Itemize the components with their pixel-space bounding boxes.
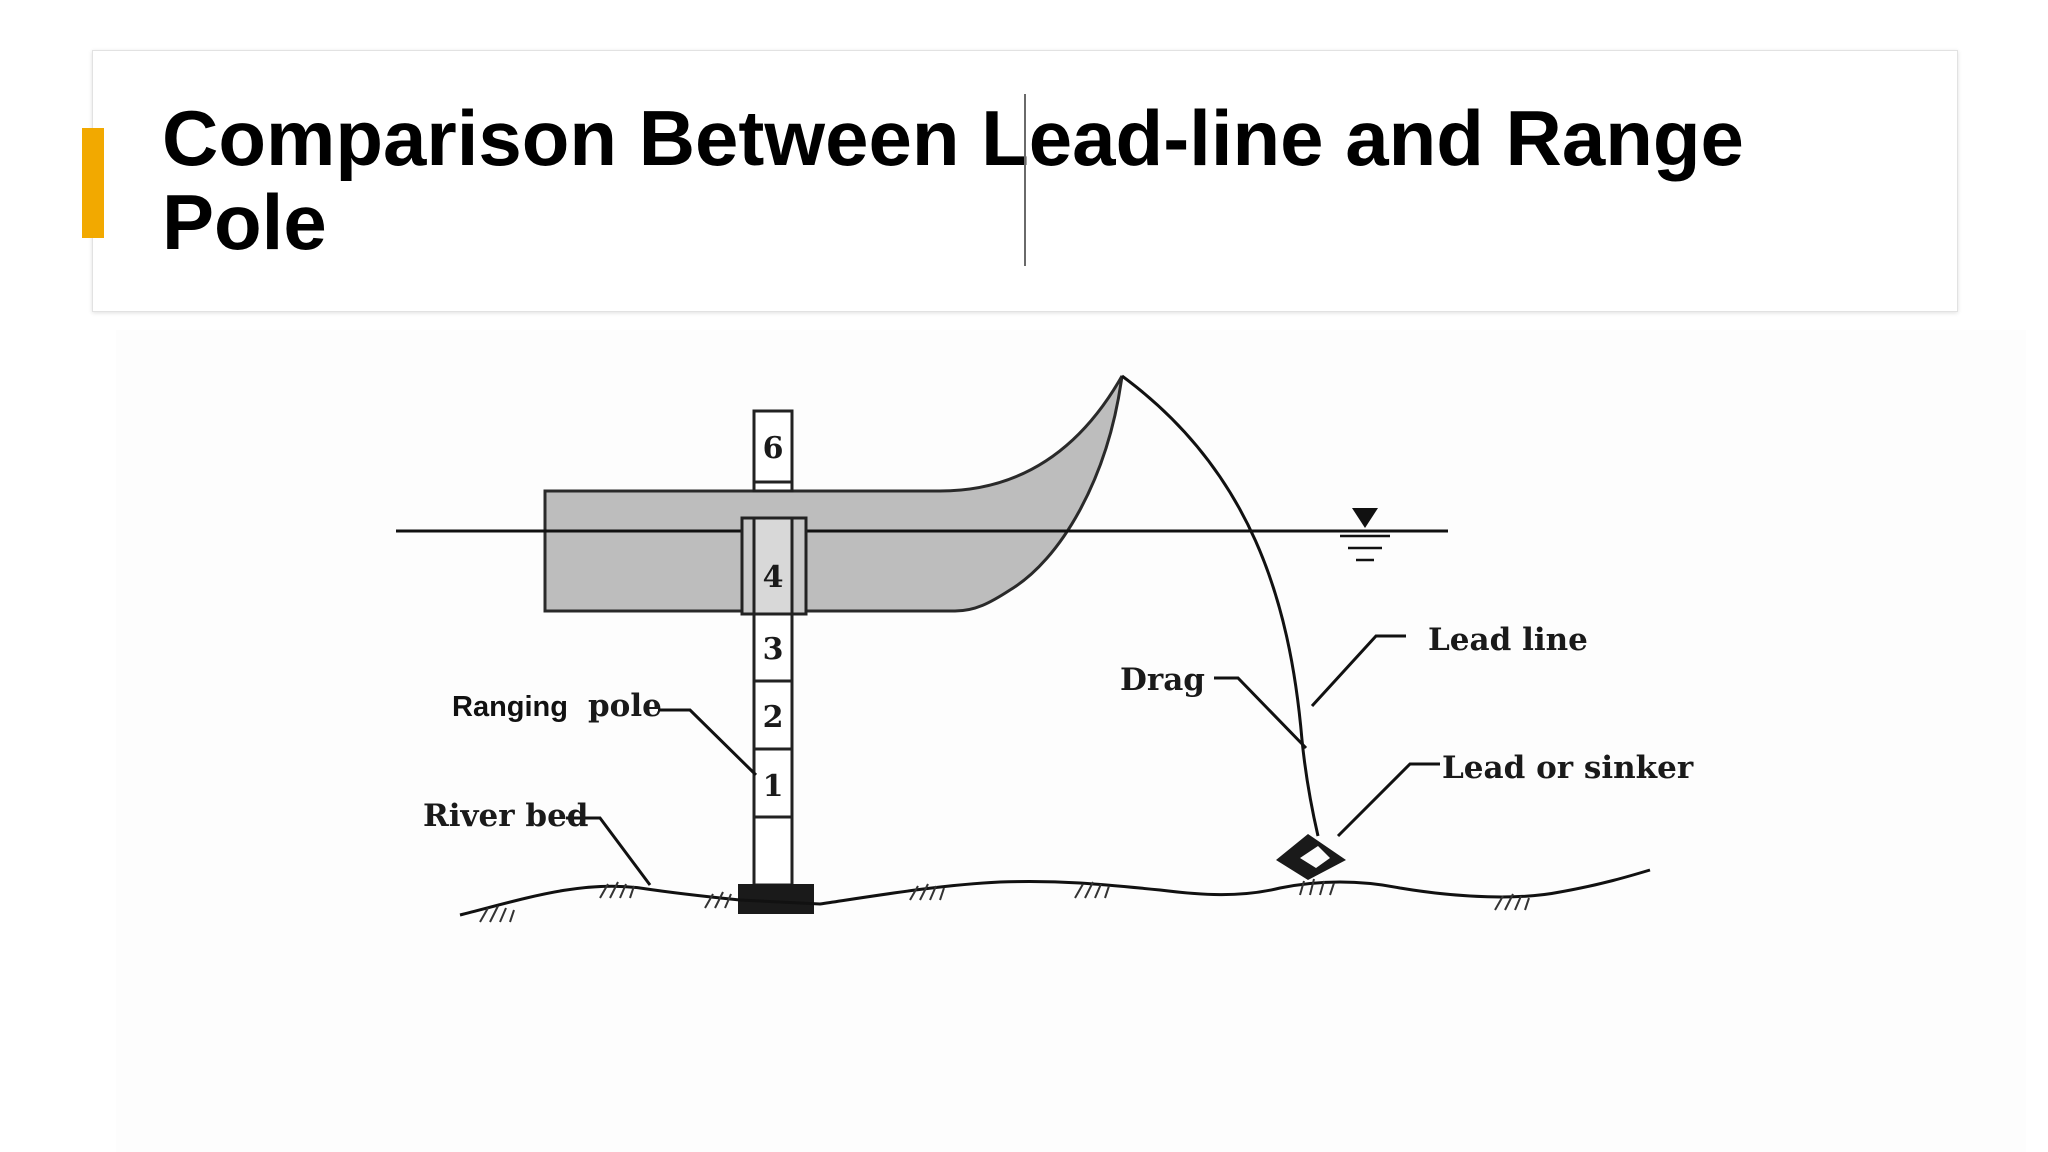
river-bed-line <box>459 868 1651 917</box>
pole-segment-5 <box>752 480 794 493</box>
label-lead-or-sinker: Lead or sinker <box>1442 750 1694 786</box>
label-ranging: Ranging <box>452 691 568 723</box>
pole-segment-4 <box>752 516 794 616</box>
pole-segment-2 <box>752 679 794 751</box>
pole-number-4: 4 <box>763 560 784 595</box>
pole-number-1: 1 <box>763 769 784 804</box>
lead-sinker <box>1276 834 1346 880</box>
boat-hull <box>543 375 1124 613</box>
title-accent-bar <box>82 128 104 238</box>
label-river-bed: River bed <box>423 798 588 834</box>
slide-title: Comparison Between Lead-line and Range P… <box>162 94 1744 266</box>
river-bed-leader <box>566 816 652 886</box>
ranging-pole <box>738 409 814 914</box>
pole-segment-3 <box>752 612 794 683</box>
lead-line-leader <box>1310 634 1406 708</box>
pole-number-6: 6 <box>763 431 784 466</box>
pole-segment-6 <box>752 409 794 484</box>
lead-line-curve <box>1121 374 1320 837</box>
water-level-symbol-icon <box>1340 508 1390 562</box>
pole-base-plate <box>738 884 814 914</box>
ranging-pole-leader <box>658 708 758 777</box>
drag-leader <box>1214 676 1308 750</box>
pole-number-3: 3 <box>763 632 784 667</box>
label-lead-line: Lead line <box>1428 622 1588 658</box>
pole-segment-0 <box>752 815 794 887</box>
label-pole: pole <box>588 688 662 724</box>
text-cursor-line <box>1024 94 1026 266</box>
label-drag: Drag <box>1120 662 1205 698</box>
sinker-leader <box>1336 762 1440 838</box>
river-bed-grass-tufts <box>479 878 1530 923</box>
pole-number-2: 2 <box>763 700 784 735</box>
